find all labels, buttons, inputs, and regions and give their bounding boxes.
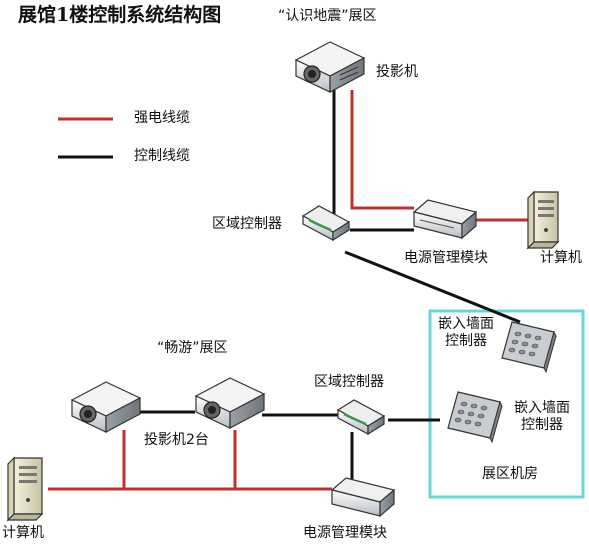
power-module-label: 电源管理模块	[303, 525, 387, 541]
projector-icon	[294, 41, 366, 93]
power-module-icon	[330, 477, 396, 518]
zone-controller-label: 区域控制器	[314, 374, 384, 390]
wall-controller-icon	[447, 391, 503, 444]
zone-controller-icon	[336, 399, 386, 436]
projectors-label: 投影机2台	[144, 432, 209, 448]
wall-controller-label: 嵌入墙面控制器	[438, 316, 494, 349]
computer-icon	[526, 190, 560, 250]
power-cable	[350, 90, 414, 210]
zone-name-top: “认识地震”展区	[278, 8, 377, 24]
zone-controller-icon	[301, 205, 351, 242]
power-module-label: 电源管理模块	[404, 250, 488, 266]
computer-icon	[6, 456, 44, 522]
projector-icon	[194, 377, 266, 429]
projector-label: 投影机	[376, 64, 418, 80]
projector-icon	[70, 381, 142, 433]
wall-controller-label: 嵌入墙面控制器	[514, 400, 570, 433]
legend-power-label: 强电线缆	[134, 110, 190, 126]
zone-name-bottom: “畅游”展区	[157, 340, 228, 356]
control-cable	[344, 250, 521, 324]
machine-room-box	[428, 309, 585, 499]
zone-controller-label: 区域控制器	[212, 216, 282, 232]
legend-control-label: 控制线缆	[134, 148, 190, 164]
diagram-title: 展馆1楼控制系统结构图	[18, 4, 222, 26]
wall-controller-icon	[501, 321, 557, 374]
computer-label: 计算机	[2, 525, 44, 541]
computer-label: 计算机	[540, 250, 582, 266]
machine-room-label: 展区机房	[482, 466, 538, 482]
power-module-icon	[412, 199, 478, 240]
